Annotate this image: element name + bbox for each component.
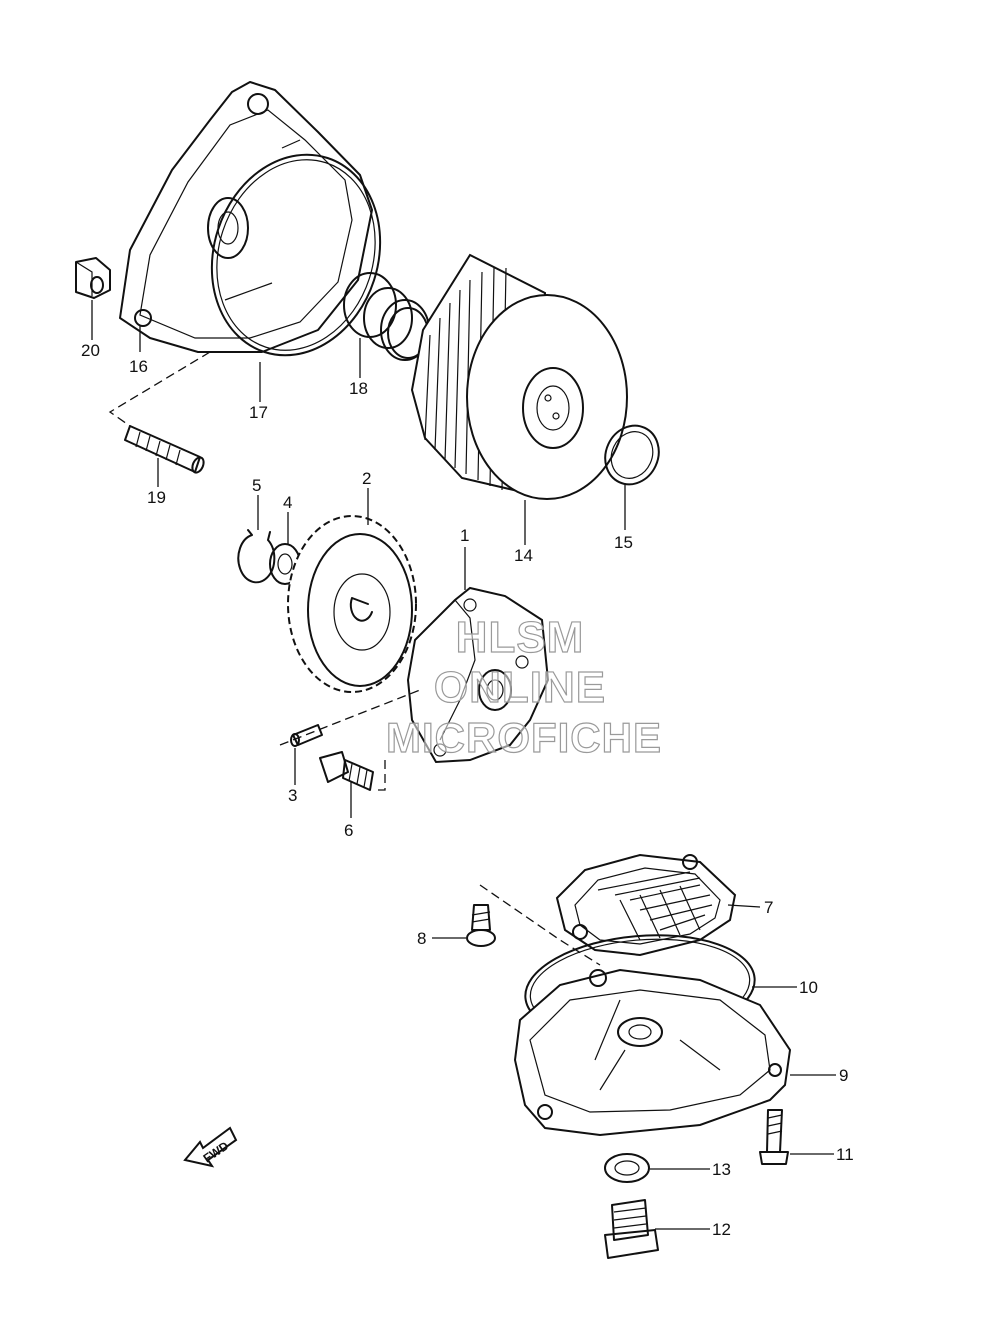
callout-8: 8 (417, 929, 426, 948)
oil-pump (406, 586, 550, 764)
callout-15: 15 (614, 533, 633, 552)
callout-6: 6 (344, 821, 353, 840)
callout-10: 10 (799, 978, 818, 997)
pump-bolt (319, 751, 374, 791)
callout-3: 3 (288, 786, 297, 805)
oil-filter (410, 253, 628, 500)
callout-19: 19 (147, 488, 166, 507)
filter-cover-housing (119, 81, 373, 353)
dowel-pin (290, 724, 323, 747)
callout-4: 4 (283, 493, 292, 512)
callout-14: 14 (514, 546, 533, 565)
watermark: HLSM ONLINE MICROFICHE (385, 612, 662, 761)
callout-labels: 1 2 3 4 5 6 7 8 9 10 11 12 13 14 15 16 1… (81, 341, 854, 1239)
o-ring-small-inner (610, 431, 654, 479)
stud-bolt (124, 425, 205, 474)
callout-5: 5 (252, 476, 261, 495)
callout-13: 13 (712, 1160, 731, 1179)
strainer-screw (466, 904, 496, 947)
assembly-line-cover (108, 351, 211, 427)
callout-11: 11 (836, 1145, 854, 1164)
forward-direction-arrow: FWD (183, 1126, 238, 1168)
drain-washer-hole (614, 1160, 640, 1176)
callout-7: 7 (764, 898, 773, 917)
callout-17: 17 (249, 403, 268, 422)
o-ring-large (210, 153, 382, 357)
assembly-line-pump (279, 689, 421, 791)
callout-1: 1 (460, 526, 469, 545)
o-ring-large-inner (216, 159, 376, 351)
watermark-line3: MICROFICHE (386, 714, 662, 761)
o-ring-small (604, 424, 660, 486)
callout-18: 18 (349, 379, 368, 398)
drain-washer (604, 1153, 650, 1183)
callout-2: 2 (362, 469, 371, 488)
washer-hole (277, 553, 293, 575)
spring (343, 272, 430, 361)
circlip (237, 529, 276, 584)
drive-gear (287, 515, 417, 693)
oil-strainer (555, 853, 737, 957)
oil-pan-bolt (759, 1109, 789, 1165)
callout-20: 20 (81, 341, 100, 360)
callout-12: 12 (712, 1220, 731, 1239)
watermark-line1: HLSM (456, 613, 585, 662)
watermark-line2: ONLINE (434, 663, 606, 712)
callout-16: 16 (129, 357, 148, 376)
nut (75, 257, 111, 299)
drain-plug (604, 1199, 659, 1259)
assembly-line-strainer (479, 884, 601, 966)
oil-pan-housing (513, 968, 792, 1137)
callout-leaders (91, 300, 836, 1230)
callout-9: 9 (839, 1066, 848, 1085)
